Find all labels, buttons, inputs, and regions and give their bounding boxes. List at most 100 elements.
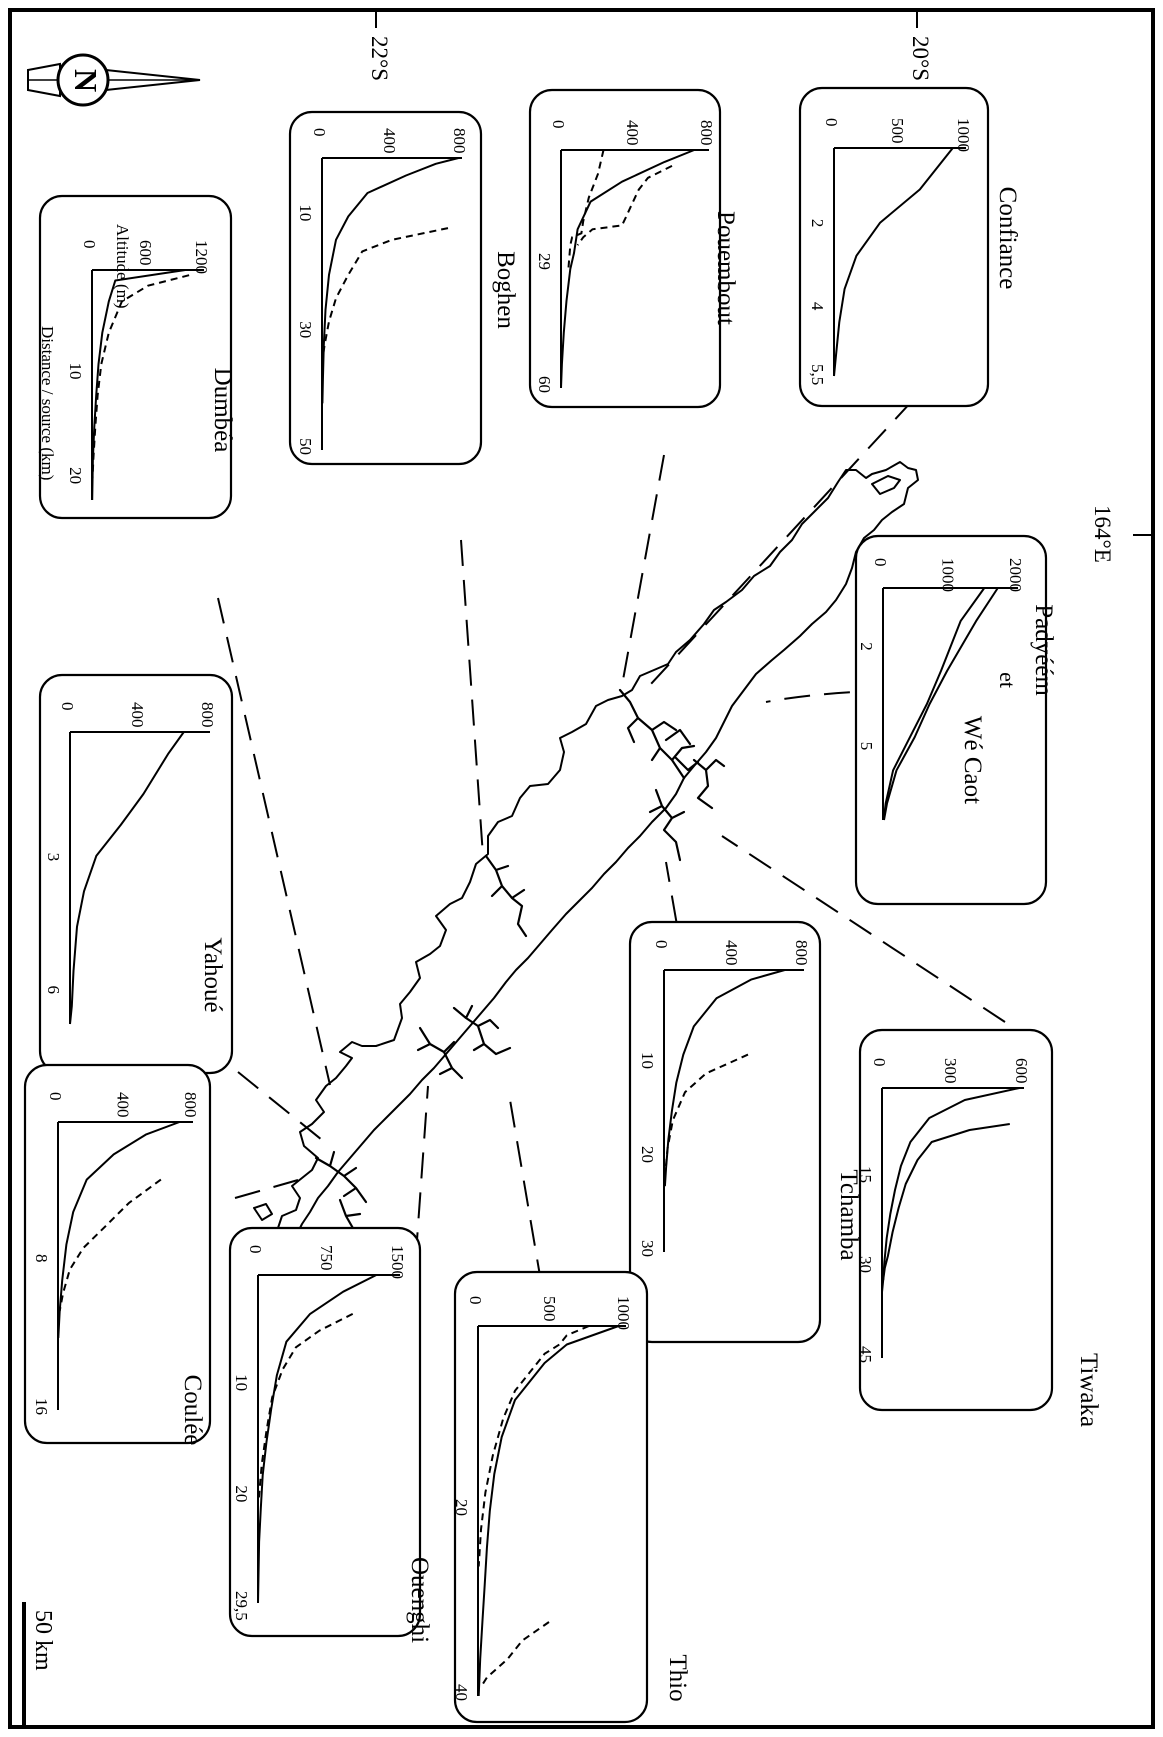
profile-series bbox=[321, 157, 459, 404]
panel-frame bbox=[228, 1226, 422, 1638]
profile-series bbox=[91, 269, 186, 501]
profile-series bbox=[883, 587, 999, 821]
altitude-tick-label: 0 bbox=[80, 240, 99, 249]
profile-series bbox=[58, 1178, 162, 1312]
river-name: Tiwaka bbox=[1075, 1353, 1102, 1427]
distance-tick-label: 50 bbox=[296, 438, 315, 455]
distance-tick-label: 30 bbox=[856, 1256, 875, 1273]
river-name-second: Wé Caot bbox=[959, 716, 986, 804]
panel-frame bbox=[528, 88, 722, 409]
lon-164-label: 164°E bbox=[1090, 505, 1115, 563]
profile-series bbox=[477, 1325, 590, 1567]
altitude-tick-label: 800 bbox=[198, 702, 217, 728]
river-name: Tchamba bbox=[835, 1169, 862, 1260]
altitude-tick-label: 500 bbox=[540, 1296, 559, 1322]
profile-series bbox=[576, 165, 673, 246]
altitude-tick-label: 2000 bbox=[1006, 558, 1025, 592]
altitude-tick-label: 1500 bbox=[388, 1245, 407, 1279]
distance-tick-label: 6 bbox=[44, 985, 63, 994]
altitude-tick-label: 600 bbox=[1012, 1058, 1031, 1084]
profile-series bbox=[560, 149, 695, 389]
altitude-tick-label: 500 bbox=[888, 118, 907, 144]
profile-series bbox=[567, 149, 605, 270]
altitude-tick-label: 400 bbox=[128, 702, 147, 728]
altitude-tick-label: 800 bbox=[697, 120, 716, 146]
distance-tick-label: 29,5 bbox=[232, 1591, 251, 1621]
altitude-tick-label: 0 bbox=[549, 120, 568, 129]
scale-bar: 50 km bbox=[22, 1602, 56, 1726]
altitude-tick-label: 0 bbox=[822, 118, 841, 127]
altitude-tick-label: 1000 bbox=[614, 1296, 633, 1330]
profile-series bbox=[882, 1123, 1010, 1281]
distance-tick-label: 30 bbox=[638, 1240, 657, 1257]
altitude-tick-label: 0 bbox=[310, 128, 329, 137]
altitude-tick-label: 800 bbox=[792, 940, 811, 966]
altitude-tick-label: 0 bbox=[246, 1245, 265, 1254]
distance-tick-label: 10 bbox=[66, 363, 85, 380]
altitude-tick-label: 0 bbox=[870, 1058, 889, 1067]
distance-tick-label: 10 bbox=[232, 1374, 251, 1391]
profile-series bbox=[477, 1325, 619, 1697]
altitude-tick-label: 300 bbox=[941, 1058, 960, 1084]
distance-tick-label: 20 bbox=[638, 1146, 657, 1163]
altitude-tick-label: 0 bbox=[871, 558, 890, 567]
graticule: 22°S 20°S 164°E bbox=[367, 10, 1153, 563]
panel-frame bbox=[798, 86, 990, 408]
distance-tick-label: 29 bbox=[535, 253, 554, 270]
panel-frame bbox=[23, 1063, 212, 1445]
southern-islet bbox=[253, 1203, 273, 1221]
distance-tick-label: 60 bbox=[535, 376, 554, 393]
river-name: Thio bbox=[664, 1654, 691, 1701]
altitude-tick-label: 400 bbox=[722, 940, 741, 966]
altitude-tick-label: 0 bbox=[652, 940, 671, 949]
lat-22-label: 22°S bbox=[367, 36, 392, 81]
scale-label: 50 km bbox=[30, 1610, 56, 1671]
altitude-tick-label: 1200 bbox=[192, 240, 211, 274]
panel-frame bbox=[854, 534, 1048, 906]
altitude-tick-label: 1000 bbox=[954, 118, 973, 152]
altitude-tick-label: 400 bbox=[114, 1092, 133, 1118]
profile-series bbox=[321, 227, 449, 357]
distance-tick-label: 16 bbox=[32, 1398, 51, 1415]
altitude-tick-label: 800 bbox=[181, 1092, 200, 1118]
northern-islet bbox=[871, 475, 901, 495]
distance-tick-label: 5,5 bbox=[808, 364, 827, 385]
distance-tick-label: 15 bbox=[856, 1166, 875, 1183]
profile-series bbox=[480, 1621, 550, 1688]
panel-frame bbox=[453, 1270, 649, 1724]
altitude-tick-label: 800 bbox=[450, 128, 469, 154]
distance-tick-label: 45 bbox=[856, 1346, 875, 1363]
profile-series bbox=[833, 147, 954, 377]
distance-tick-label: 2 bbox=[808, 219, 827, 228]
distance-tick-label: 10 bbox=[638, 1052, 657, 1069]
profile-series bbox=[91, 274, 190, 480]
altitude-tick-label: 0 bbox=[58, 702, 77, 711]
river-name: Confiance bbox=[994, 187, 1021, 290]
river-networks bbox=[314, 688, 726, 1242]
river-name: Padyéém bbox=[1030, 604, 1057, 696]
river-name: Yahoué bbox=[199, 937, 226, 1012]
river-name: Boghen bbox=[492, 251, 519, 329]
profile-series bbox=[69, 731, 185, 1025]
river-name: Ouenghi bbox=[406, 1557, 433, 1643]
altitude-axis-title: Altitude (m) bbox=[113, 224, 132, 309]
island-coastline bbox=[264, 461, 919, 1259]
distance-tick-label: 40 bbox=[452, 1684, 471, 1701]
distance-tick-label: 5 bbox=[857, 742, 876, 751]
compass-letter: N bbox=[68, 69, 104, 92]
altitude-tick-label: 400 bbox=[380, 128, 399, 154]
distance-tick-label: 20 bbox=[232, 1485, 251, 1502]
river-name: Pouembout bbox=[712, 211, 739, 325]
distance-tick-label: 8 bbox=[32, 1254, 51, 1263]
panel-frame bbox=[38, 673, 234, 1075]
